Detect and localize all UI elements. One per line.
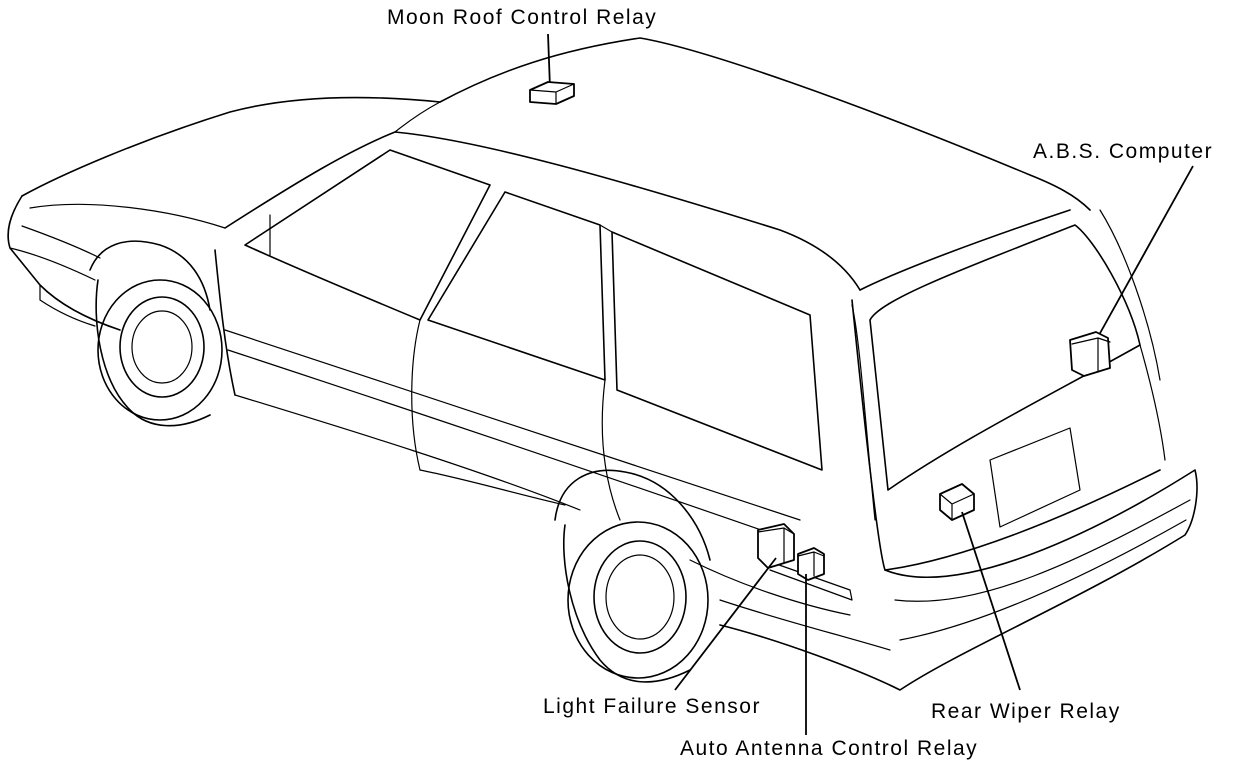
rear-wiper-relay-callout xyxy=(939,483,1021,691)
auto-antenna-relay-callout xyxy=(797,547,825,735)
abs-computer-callout xyxy=(1069,165,1194,377)
rear-wiper-relay-label: Rear Wiper Relay xyxy=(931,700,1121,723)
auto-antenna-relay-label: Auto Antenna Control Relay xyxy=(680,737,978,760)
moon-roof-relay-label: Moon Roof Control Relay xyxy=(387,6,657,29)
moon-roof-relay-callout xyxy=(529,33,575,105)
light-failure-sensor-label: Light Failure Sensor xyxy=(543,695,761,718)
station-wagon-drawing xyxy=(7,37,1198,691)
light-failure-sensor-callout xyxy=(674,523,795,691)
abs-computer-label: A.B.S. Computer xyxy=(1033,140,1213,163)
